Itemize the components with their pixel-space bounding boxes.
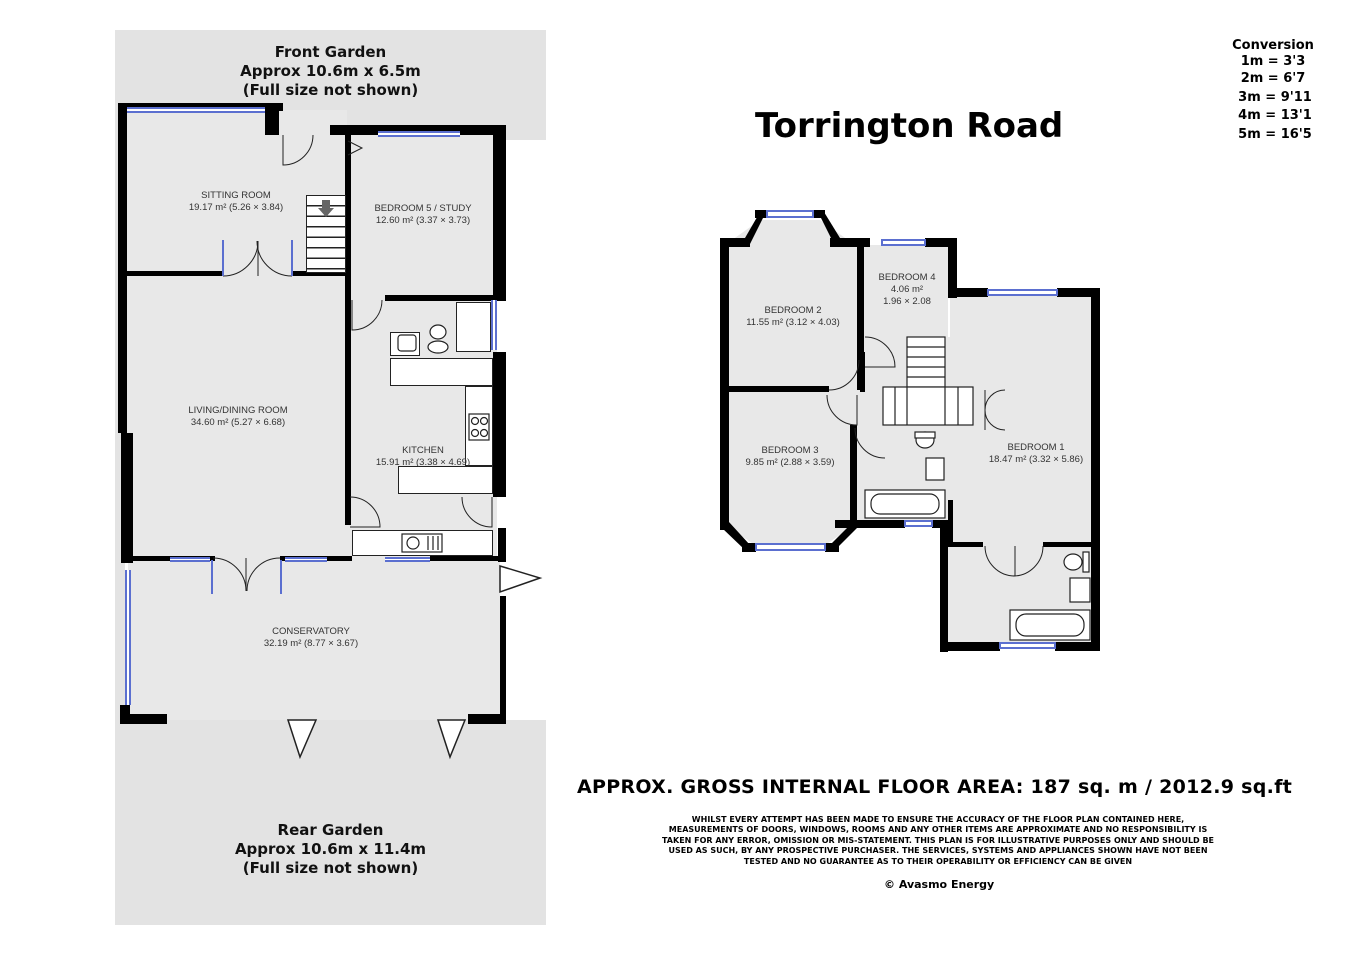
room-area: 32.19 m² (8.77 × 3.67) (263, 638, 359, 649)
room-name: BEDROOM 3 (761, 445, 819, 456)
room-area: 18.47 m² (3.32 × 5.86) (988, 454, 1084, 465)
room-name: BEDROOM 2 (764, 305, 822, 316)
counter (390, 358, 493, 386)
living-room-floor (125, 275, 347, 560)
conversion-row: 2m = 6'7 (1240, 71, 1306, 86)
rear-garden-size: Approx 10.6m x 11.4m (234, 840, 427, 858)
kitchen-fixtures (397, 324, 490, 553)
room-name: BEDROOM 4 (878, 272, 936, 283)
rear-garden-note: (Full size not shown) (242, 859, 419, 877)
rear-garden: Rear Garden Approx 10.6m x 11.4m (Full s… (115, 720, 546, 925)
room-area: 9.85 m² (2.88 × 3.59) (745, 457, 835, 468)
wall (493, 125, 506, 300)
bedroom5-label: BEDROOM 5 / STUDY 12.60 m² (3.37 × 3.73) (374, 203, 471, 227)
counter (398, 466, 493, 494)
conservatory-floor (128, 560, 500, 720)
bedroom4-label: BEDROOM 4 4.06 m² 1.96 × 2.08 (878, 272, 935, 308)
stair-arrow-icon (318, 200, 334, 217)
conversion-row: 1m = 3'3 (1240, 54, 1306, 69)
property-title: Torrington Road (755, 106, 1064, 146)
room-name: LIVING/DINING ROOM (188, 405, 288, 416)
wall (118, 103, 127, 433)
rear-garden-name: Rear Garden (277, 821, 384, 839)
wall (345, 125, 351, 525)
room-area: 12.60 m² (3.37 × 3.73) (375, 215, 471, 226)
room-name: BEDROOM 5 / STUDY (374, 203, 472, 214)
window (385, 557, 430, 562)
window (170, 557, 210, 562)
bedroom2-label: BEDROOM 2 11.55 m² (3.12 × 4.03) (746, 305, 840, 329)
first-floor-drawing (720, 210, 1100, 652)
room-area: 4.06 m² (890, 284, 924, 295)
wall (125, 271, 223, 276)
room-name: SITTING ROOM (201, 190, 271, 201)
room-area: 34.60 m² (5.27 × 6.68) (190, 417, 286, 428)
room-area: 11.55 m² (3.12 × 4.03) (746, 317, 840, 328)
first-floor-plan: BEDROOM 2 11.55 m² (3.12 × 4.03) BEDROOM… (700, 200, 1120, 660)
conversion-table: Conversion 1m = 3'3 2m = 6'7 3m = 9'11 4… (1210, 37, 1320, 144)
conservatory-label: CONSERVATORY 32.19 m² (8.77 × 3.67) (264, 626, 358, 650)
disclaimer-text: WHILST EVERY ATTEMPT HAS BEEN MADE TO EN… (661, 815, 1215, 866)
wall (265, 103, 279, 135)
shower-tray (456, 302, 491, 352)
wall (292, 271, 347, 276)
wall (121, 433, 133, 563)
wall (330, 125, 506, 135)
bedroom1-label: BEDROOM 1 18.47 m² (3.32 × 5.86) (989, 442, 1083, 466)
window (491, 300, 497, 350)
conversion-row: 4m = 13'1 (1238, 108, 1312, 123)
room-name: CONSERVATORY (272, 626, 350, 637)
front-garden-size: Approx 10.6m x 6.5m (240, 62, 421, 80)
front-garden-name: Front Garden (274, 43, 387, 61)
window (378, 131, 460, 137)
window (127, 107, 265, 113)
bedroom3-label: BEDROOM 3 9.85 m² (2.88 × 3.59) (746, 445, 835, 469)
ground-floor-plan: Front Garden Approx 10.6m x 6.5m (Full s… (0, 0, 560, 954)
room-area: 15.91 m² (3.38 × 4.69) (375, 457, 471, 468)
conversion-row: 5m = 16'5 (1238, 126, 1312, 142)
wall (468, 714, 506, 724)
living-dining-label: LIVING/DINING ROOM 34.60 m² (5.27 × 6.68… (188, 405, 287, 429)
bedroom5-floor (347, 132, 493, 297)
front-garden-note: (Full size not shown) (242, 81, 419, 99)
copyright-text: © Avasmo Energy (884, 878, 995, 891)
wall (120, 714, 167, 724)
kitchen-label: KITCHEN 15.91 m² (3.38 × 4.69) (376, 445, 470, 469)
room-dims: 1.96 × 2.08 (883, 296, 931, 307)
gross-floor-area: APPROX. GROSS INTERNAL FLOOR AREA: 187 s… (577, 776, 1293, 798)
conversion-row: 3m = 9'11 (1238, 89, 1312, 105)
wall (493, 352, 506, 497)
conversion-heading: Conversion (1232, 38, 1314, 53)
wall (430, 556, 506, 561)
sitting-room-label: SITTING ROOM 19.17 m² (5.26 × 3.84) (189, 190, 283, 214)
room-name: KITCHEN (402, 445, 444, 456)
window (285, 557, 327, 562)
wall (500, 596, 506, 724)
wall (385, 295, 506, 301)
wall (498, 528, 506, 562)
window (125, 570, 131, 705)
room-area: 19.17 m² (5.26 × 3.84) (188, 202, 284, 213)
room-name: BEDROOM 1 (1007, 442, 1065, 453)
door-swings (211, 134, 543, 760)
